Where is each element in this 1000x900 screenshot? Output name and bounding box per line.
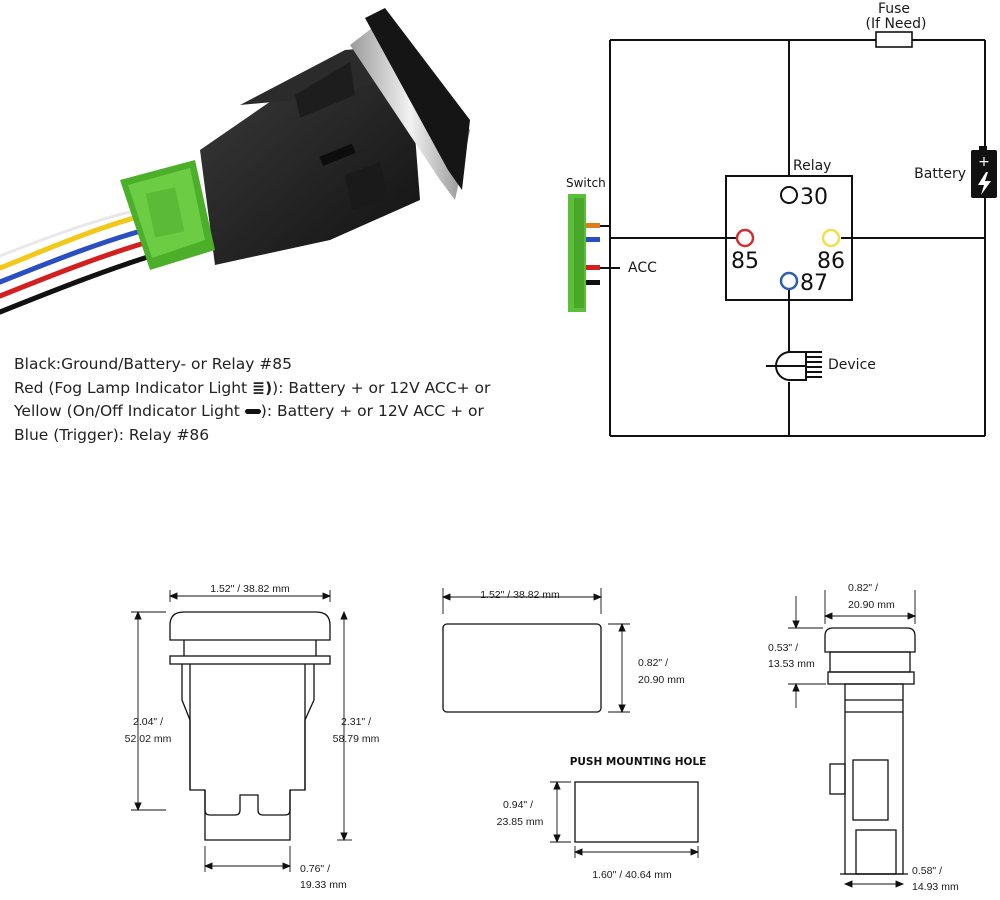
wiring-schematic — [596, 39, 986, 437]
face-height-dim-b: 20.90 mm — [638, 674, 685, 686]
front-width-dim: 1.52" / 38.82 mm — [210, 583, 290, 595]
pin-87-icon — [779, 271, 799, 291]
dash-indicator-icon — [244, 409, 261, 414]
pin-87-label: 87 — [800, 271, 828, 296]
face-height-dim-a: 0.82" / — [638, 657, 668, 669]
desc-line-black: Black:Ground/Battery- or Relay #85 — [14, 355, 293, 373]
desc-line-blue: Blue (Trigger): Relay #86 — [14, 425, 210, 444]
fog-lamp-icon: ≣) — [252, 378, 273, 397]
front-height1-dim-b: 52.02 mm — [125, 733, 172, 745]
face-width-dim: 1.52" / 38.82 mm — [480, 589, 560, 601]
relay-label: Relay — [793, 158, 831, 174]
face-view-drawing — [442, 623, 602, 713]
battery-icon: + — [971, 146, 997, 198]
switch-body — [200, 70, 420, 265]
pin-30-icon — [780, 186, 798, 204]
acc-label: ACC — [628, 260, 657, 276]
front-view-drawing — [169, 611, 331, 841]
front-view-dimensions — [131, 590, 352, 872]
front-bottom-dim-a: 0.76" / — [300, 863, 330, 875]
pin-85-label: 85 — [731, 249, 759, 274]
switch-label: Switch — [566, 176, 606, 190]
pin-85-icon — [735, 228, 755, 248]
device-label: Device — [828, 357, 876, 373]
side-bottom-dim-b: 14.93 mm — [912, 881, 959, 893]
wire-description: Black:Ground/Battery- or Relay #85 Red (… — [14, 353, 574, 447]
side-view-dimensions — [788, 590, 917, 888]
side-top-dim-b: 20.90 mm — [848, 599, 895, 611]
desc-line-red: Red (Fog Lamp Indicator Light ≣)): Batte… — [14, 378, 491, 397]
side-cap-dim-b: 13.53 mm — [768, 658, 815, 670]
fuse-note: (If Need) — [865, 16, 926, 32]
front-height2-dim-a: 2.31" / — [341, 716, 371, 728]
side-bottom-dim-a: 0.58" / — [912, 865, 942, 877]
hole-height-dim-a: 0.94" / — [503, 799, 533, 811]
device-lamp-icon — [766, 351, 822, 381]
switch-product-photo — [0, 8, 470, 315]
hole-height-dim-b: 23.85 mm — [497, 816, 544, 828]
mounting-hole-dimensions — [550, 780, 700, 858]
face-view-dimensions — [441, 588, 630, 714]
switch-bezel — [350, 28, 470, 200]
mounting-hole-drawing — [574, 781, 699, 843]
side-cap-dim-a: 0.53" / — [768, 642, 798, 654]
pin-30-label: 30 — [800, 185, 828, 210]
front-bottom-dim-b: 19.33 mm — [300, 879, 347, 891]
side-top-dim-a: 0.82" / — [848, 582, 878, 594]
pin-86-label: 86 — [817, 249, 845, 274]
desc-line-yellow: Yellow (On/Off Indicator Light ): Batter… — [14, 402, 484, 420]
hole-title: PUSH MOUNTING HOLE — [570, 756, 707, 768]
svg-text:+: + — [978, 154, 990, 170]
fuse-label: Fuse — [878, 1, 910, 17]
switch-cap — [365, 8, 470, 190]
front-height2-dim-b: 58.79 mm — [333, 733, 380, 745]
switch-wire-stubs — [586, 223, 600, 285]
battery-label: Battery — [914, 166, 966, 182]
side-view-drawing — [824, 627, 916, 875]
fuse-symbol — [875, 31, 913, 48]
front-height1-dim-a: 2.04" / — [133, 716, 163, 728]
pin-86-icon — [821, 228, 841, 248]
hole-width-dim: 1.60" / 40.64 mm — [592, 869, 672, 881]
